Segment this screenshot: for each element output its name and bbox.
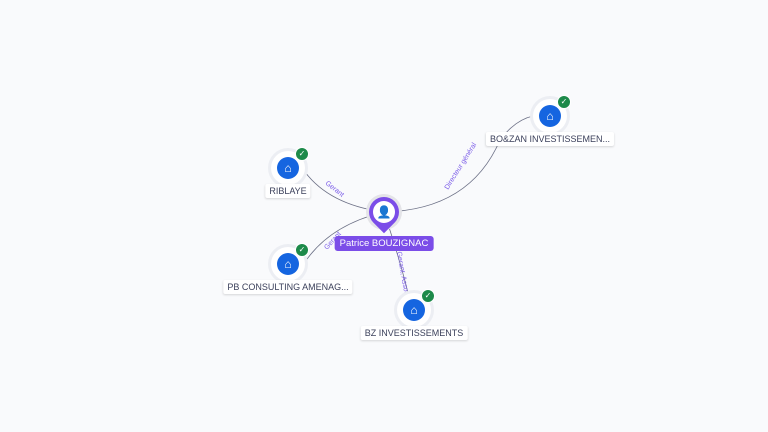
company-node-bozan[interactable]: ⌂✓	[533, 95, 571, 133]
company-label[interactable]: BZ INVESTISSEMENTS	[360, 326, 468, 340]
verified-check-icon: ✓	[557, 95, 571, 109]
company-label[interactable]: PB CONSULTING AMENAG...	[223, 280, 353, 294]
building-icon: ⌂	[403, 299, 425, 321]
building-icon: ⌂	[277, 157, 299, 179]
person-label[interactable]: Patrice BOUZIGNAC	[334, 236, 434, 251]
verified-check-icon: ✓	[421, 289, 435, 303]
company-label[interactable]: RIBLAYE	[265, 184, 311, 198]
edge-label: Gerant	[324, 180, 345, 199]
edge-label: Directeur général	[444, 141, 479, 191]
company-label[interactable]: BO&ZAN INVESTISSEMEN...	[485, 132, 615, 146]
edge-bozan	[383, 115, 534, 213]
building-icon: ⌂	[277, 253, 299, 275]
company-node-riblaye[interactable]: ⌂✓	[271, 147, 309, 185]
building-icon: ⌂	[539, 105, 561, 127]
company-node-bz[interactable]: ⌂✓	[397, 289, 435, 327]
person-icon: 👤	[373, 201, 395, 223]
verified-check-icon: ✓	[295, 147, 309, 161]
verified-check-icon: ✓	[295, 243, 309, 257]
company-node-pb-consulting[interactable]: ⌂✓	[271, 243, 309, 281]
